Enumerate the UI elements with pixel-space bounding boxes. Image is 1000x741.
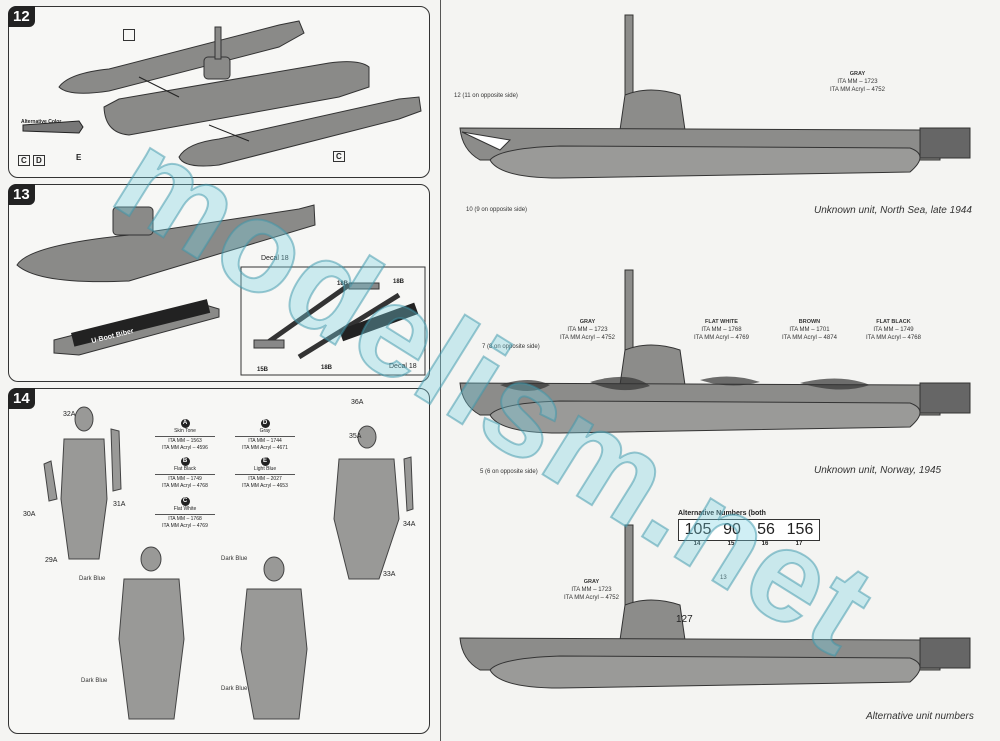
alt-numbers-title: Alternative Numbers (both	[678, 510, 766, 517]
part-label: 29A	[45, 557, 58, 564]
tower-number: 127	[676, 614, 693, 625]
step-12-panel: 12 Alternative Color C D E C	[8, 6, 430, 178]
alt-number: 156	[786, 521, 814, 538]
step-14-figures	[43, 406, 414, 720]
part-18b-label-2: 18B	[321, 365, 333, 371]
dark-blue-callout: Dark Blue	[81, 678, 108, 684]
decal-number: 16	[761, 541, 769, 547]
step-number: 13	[8, 184, 35, 205]
decal-number: 15	[727, 541, 735, 547]
part-18b-label-3: 18B	[393, 279, 405, 285]
profile-caption: Unknown unit, North Sea, late 1944	[814, 205, 972, 216]
part-d-label: D	[33, 155, 45, 166]
step-number: 12	[8, 6, 35, 27]
step-12-illustration	[22, 20, 422, 167]
alt-numbers-box: Alternative Numbers (both 105 90 56 156 …	[678, 510, 820, 547]
part-label: 33A	[383, 571, 396, 578]
decal-callout: 5 (6 on opposite side)	[480, 469, 538, 475]
part-label: 31A	[113, 501, 126, 508]
decal-callout: 12 (11 on opposite side)	[454, 93, 518, 99]
part-c-label: C	[18, 155, 30, 166]
part-e-label: E	[76, 153, 82, 162]
dark-blue-callout: Dark Blue	[221, 686, 248, 692]
part-15b-label: 15B	[257, 367, 269, 373]
decal-callout: 7 (8 on opposite side)	[482, 344, 540, 350]
step-13-panel: 13 Decal 18 Decal 18 18B 18B 15B 18B U-B…	[8, 184, 430, 382]
alt-number: 90	[723, 521, 741, 538]
part-label: 32A	[63, 411, 76, 418]
part-label: 34A	[403, 521, 416, 528]
part-18b-label: 18B	[337, 281, 349, 287]
decal-number: 14	[693, 541, 701, 547]
step-13-illustration	[16, 204, 426, 376]
decal-callout: 10 (9 on opposite side)	[466, 207, 528, 213]
decal-number: 17	[795, 541, 803, 547]
part-label: 30A	[23, 511, 36, 518]
dark-blue-callout: Dark Blue	[221, 556, 248, 562]
page-divider	[440, 0, 441, 741]
decal-label-2: Decal 18	[389, 363, 417, 370]
part-label: 36A	[351, 399, 364, 406]
profile-caption: Alternative unit numbers	[866, 711, 974, 722]
part-c-label-2: C	[333, 151, 345, 162]
alt-number: 56	[757, 521, 775, 538]
part-label: 35A	[349, 433, 362, 440]
sub-profile-2	[459, 269, 971, 434]
profile-caption: Unknown unit, Norway, 1945	[814, 465, 942, 476]
part-box	[123, 29, 135, 41]
step-number: 14	[8, 388, 35, 409]
alt-color-label: Alternative Color	[21, 119, 62, 125]
decal-label: Decal 18	[261, 255, 289, 262]
alt-number: 105	[684, 521, 712, 538]
decal-callout: 13	[720, 575, 727, 581]
dark-blue-callout: Dark Blue	[79, 576, 106, 582]
submarine-profiles	[459, 14, 971, 689]
sub-profile-3	[459, 524, 971, 689]
